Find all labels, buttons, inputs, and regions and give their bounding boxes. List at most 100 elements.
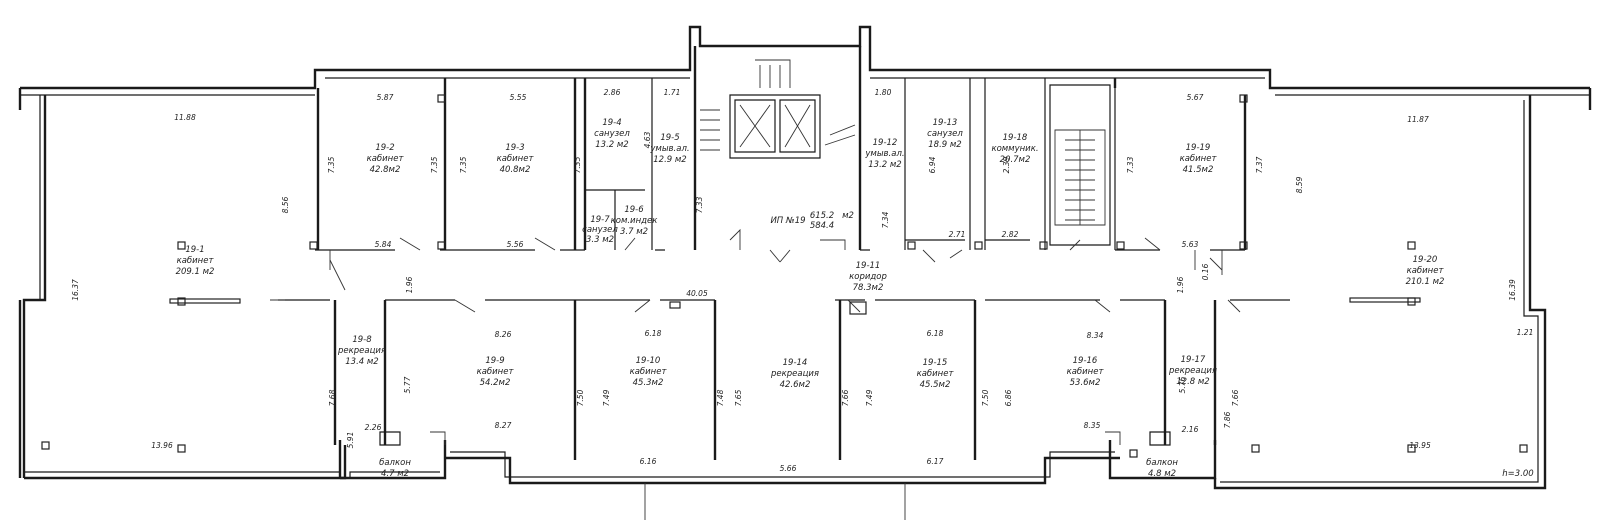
room-area: 12.9 м2: [653, 155, 686, 165]
dimension: 7.50: [981, 389, 990, 406]
dimension: 7.35: [327, 156, 336, 173]
room-name: рекреация: [1168, 366, 1217, 376]
room-19-16: 19-16 кабинет 53.6м2: [1067, 356, 1105, 388]
room-19-18: 19-18 коммуник. 20.7м2: [991, 133, 1038, 165]
room-area: 20.7м2: [1000, 155, 1031, 165]
balcony-left: балкон 4.7 м2: [379, 458, 411, 479]
dimension: 7.33: [1126, 156, 1135, 173]
room-id: 19-14: [783, 358, 808, 368]
dimension: 7.49: [865, 389, 874, 406]
room-id: 19-12: [873, 138, 898, 148]
room-19-5: 19-5 умыв.ал. 12.9 м2: [649, 133, 689, 165]
room-19-1: 19-1 кабинет 209.1 м2: [176, 245, 215, 277]
dimension: 7.35: [573, 156, 582, 173]
dimension: 7.35: [430, 156, 439, 173]
room-19-3: 19-3 кабинет 40.8м2: [497, 143, 535, 175]
interior-walls: [270, 46, 1290, 460]
room-19-20: 19-20 кабинет 210.1 м2: [1406, 255, 1445, 287]
dimension: 1.96: [405, 276, 414, 293]
room-area: 13.4 м2: [345, 357, 378, 367]
room-name: рекреация: [770, 369, 819, 379]
room-name: умыв.ал.: [649, 144, 689, 154]
dimension: 1.21: [1517, 328, 1534, 337]
dimension: 1.80: [875, 88, 892, 97]
room-19-4: 19-4 санузел 13.2 м2: [594, 118, 630, 150]
room-19-7: 19-7 санузел 3.3 м2: [582, 215, 618, 245]
dimension: 8.34: [1087, 331, 1104, 340]
column-marker: [437, 241, 446, 250]
room-area: 41.5м2: [1183, 165, 1214, 175]
room-name: кабинет: [630, 367, 668, 377]
room-id: 19-7: [590, 215, 610, 225]
room-id: 19-17: [1181, 355, 1206, 365]
column-marker: [1239, 241, 1248, 250]
room-id: 19-15: [923, 358, 948, 368]
dimension: 2.71: [949, 230, 966, 239]
floor-summary-area1: 615.2: [810, 211, 834, 221]
room-19-10: 19-10 кабинет 45.3м2: [630, 356, 668, 388]
dimension: 7.34: [881, 211, 890, 228]
room-name: санузел: [594, 129, 630, 139]
dimension: 0.16: [1201, 263, 1210, 280]
room-area: 42.6м2: [780, 380, 811, 390]
room-id: 19-16: [1073, 356, 1098, 366]
beam-marker: [169, 298, 241, 304]
dimension: 7.49: [602, 389, 611, 406]
room-area: 13.2 м2: [595, 140, 628, 150]
floor-summary-area2: 584.4: [810, 221, 834, 231]
dimension: 2.39: [1002, 156, 1011, 173]
dimension: 6.16: [640, 457, 657, 466]
dimension: 7.66: [1231, 389, 1240, 406]
dimension: 6.18: [927, 329, 944, 338]
dimension: 8.26: [495, 330, 512, 339]
room-id: 19-18: [1003, 133, 1028, 143]
dimension: 5.67: [1187, 93, 1204, 102]
dimension: 13.95: [1409, 441, 1431, 450]
dimension: 2.16: [1182, 425, 1199, 434]
column-marker: [1407, 241, 1416, 250]
room-name: кабинет: [1180, 154, 1218, 164]
column-marker: [177, 241, 186, 250]
room-19-14: 19-14 рекреация 42.6м2: [770, 358, 819, 390]
room-labels: 19-1 кабинет 209.1 м2 19-2 кабинет 42.8м…: [176, 118, 1534, 479]
column-marker: [1039, 241, 1048, 250]
room-name: кабинет: [1407, 266, 1445, 276]
room-area: 45.3м2: [633, 378, 664, 388]
dimension: 5.77: [403, 376, 412, 393]
column-marker: [849, 301, 867, 315]
dimension: 7.48: [716, 389, 725, 406]
balcony-name: балкон: [1146, 458, 1178, 468]
room-area: 40.8м2: [500, 165, 531, 175]
room-name: кабинет: [177, 256, 215, 266]
room-area: 210.1 м2: [1406, 277, 1445, 287]
column-marker: [1519, 444, 1528, 453]
room-19-11: 19-11 коридор 78.3м2: [849, 261, 887, 293]
column-marker: [974, 241, 983, 250]
balcony-name: балкон: [379, 458, 411, 468]
dimension: 8.27: [495, 421, 512, 430]
room-id: 19-10: [636, 356, 661, 366]
room-name: ком.индек: [611, 216, 659, 226]
room-name: кабинет: [477, 367, 515, 377]
room-19-2: 19-2 кабинет 42.8м2: [367, 143, 405, 175]
room-name: умыв.ал.: [864, 149, 904, 159]
dimension: 6.18: [645, 329, 662, 338]
dimension-labels: 11.88 5.87 5.55 2.86 1.71 1.80 5.67 11.8…: [71, 88, 1533, 473]
column-marker: [177, 444, 186, 453]
room-area: 45.5м2: [920, 380, 951, 390]
dimension: 5.56: [507, 240, 524, 249]
dimension: 5.91: [346, 432, 355, 449]
room-19-12: 19-12 умыв.ал. 13.2 м2: [864, 138, 904, 170]
ceiling-height-note: h=3.00: [1502, 469, 1533, 479]
dimension: 7.65: [734, 389, 743, 406]
room-id: 19-8: [352, 335, 372, 345]
dimension: 7.37: [1255, 156, 1264, 173]
dimension: 40.05: [686, 289, 708, 298]
floor-summary: ИП №19 615.2 584.4 м2: [770, 211, 853, 231]
column-marker: [437, 94, 446, 103]
column-marker: [1129, 449, 1138, 458]
room-area: 13.2 м2: [868, 160, 901, 170]
dimension: 5.87: [377, 93, 394, 102]
column-marker: [41, 441, 50, 450]
